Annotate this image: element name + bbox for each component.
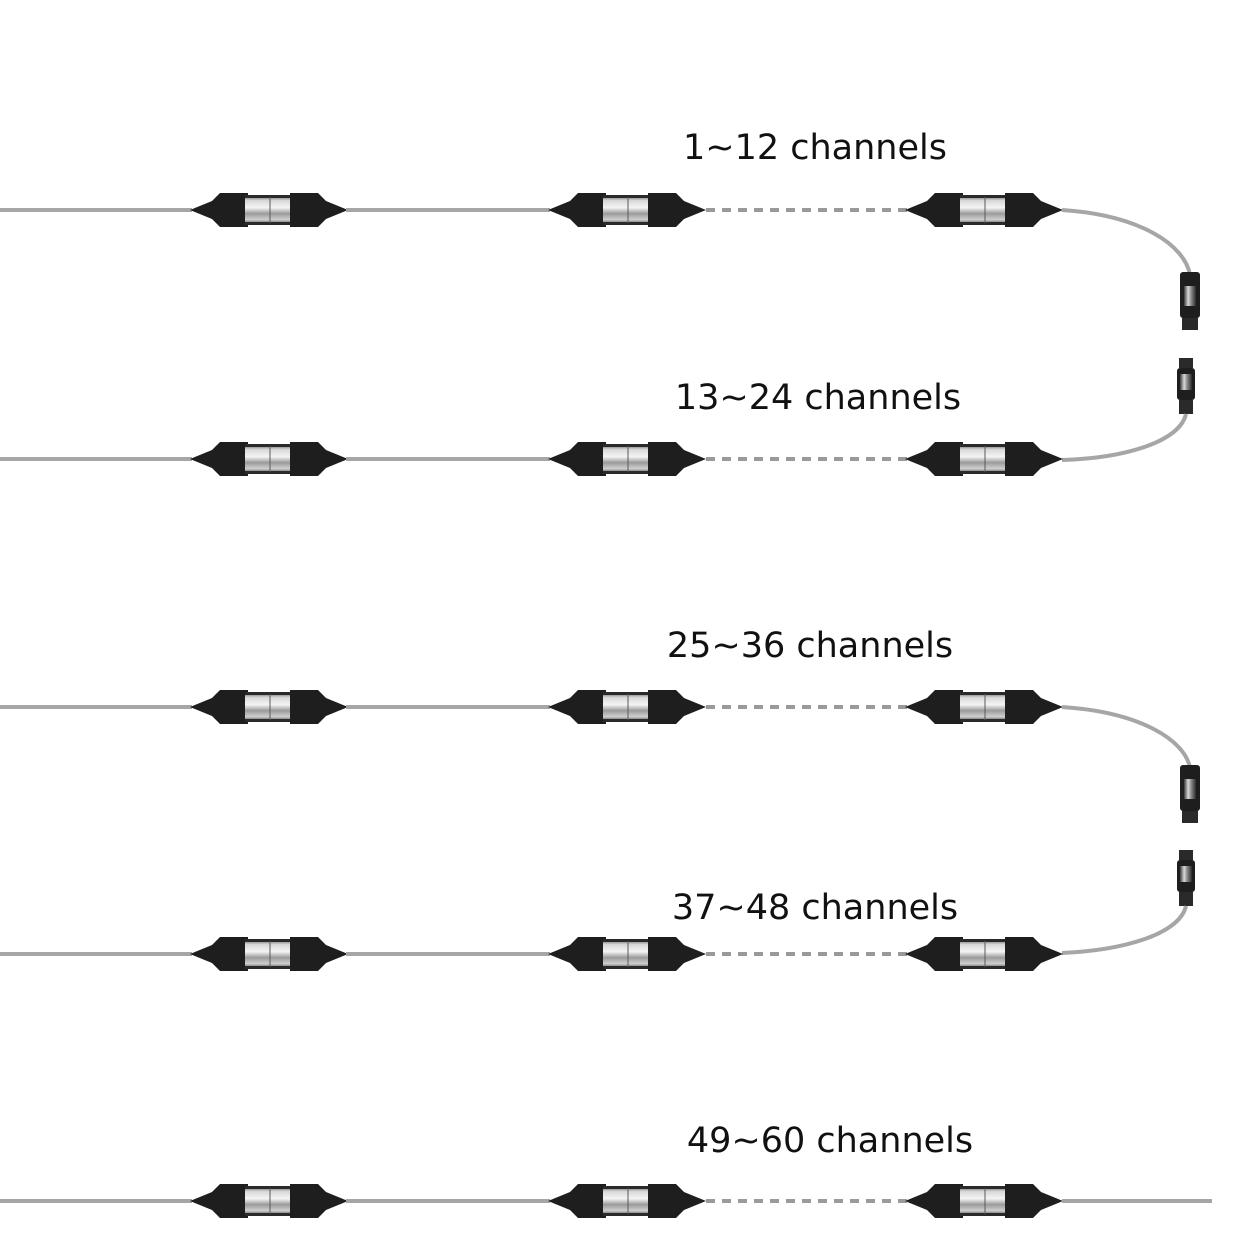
female-plug: [1180, 272, 1200, 330]
loop-cable-3-4: [1061, 705, 1200, 955]
connector-device: [547, 192, 707, 228]
connector-device: [189, 441, 349, 477]
channel-group-3: 25~36 channels: [0, 626, 1064, 725]
connector-device: [904, 936, 1064, 972]
connector-device: [189, 192, 349, 228]
group-label: 37~48 channels: [672, 888, 958, 928]
channel-group-5: 49~60 channels: [0, 1121, 1212, 1219]
male-plug: [1177, 850, 1195, 906]
group-label: 25~36 channels: [667, 626, 953, 666]
connector-device: [547, 689, 707, 725]
group-label: 49~60 channels: [687, 1121, 973, 1161]
female-plug: [1180, 765, 1200, 823]
channel-group-2: 13~24 channels: [0, 378, 1064, 477]
connector-device: [547, 441, 707, 477]
group-label: 1~12 channels: [683, 128, 947, 168]
loop-cable-1-2: [1061, 208, 1200, 462]
channel-group-1: 1~12 channels: [0, 128, 1064, 228]
connector-device: [547, 1183, 707, 1219]
connector-device: [904, 689, 1064, 725]
group-label: 13~24 channels: [675, 378, 961, 418]
connector-device: [189, 1183, 349, 1219]
connector-device: [189, 936, 349, 972]
connector-device: [904, 192, 1064, 228]
connector-device: [904, 1183, 1064, 1219]
channel-group-4: 37~48 channels: [0, 888, 1064, 972]
connector-device: [904, 441, 1064, 477]
connector-device: [189, 689, 349, 725]
male-plug: [1177, 358, 1195, 414]
connector-device: [547, 936, 707, 972]
